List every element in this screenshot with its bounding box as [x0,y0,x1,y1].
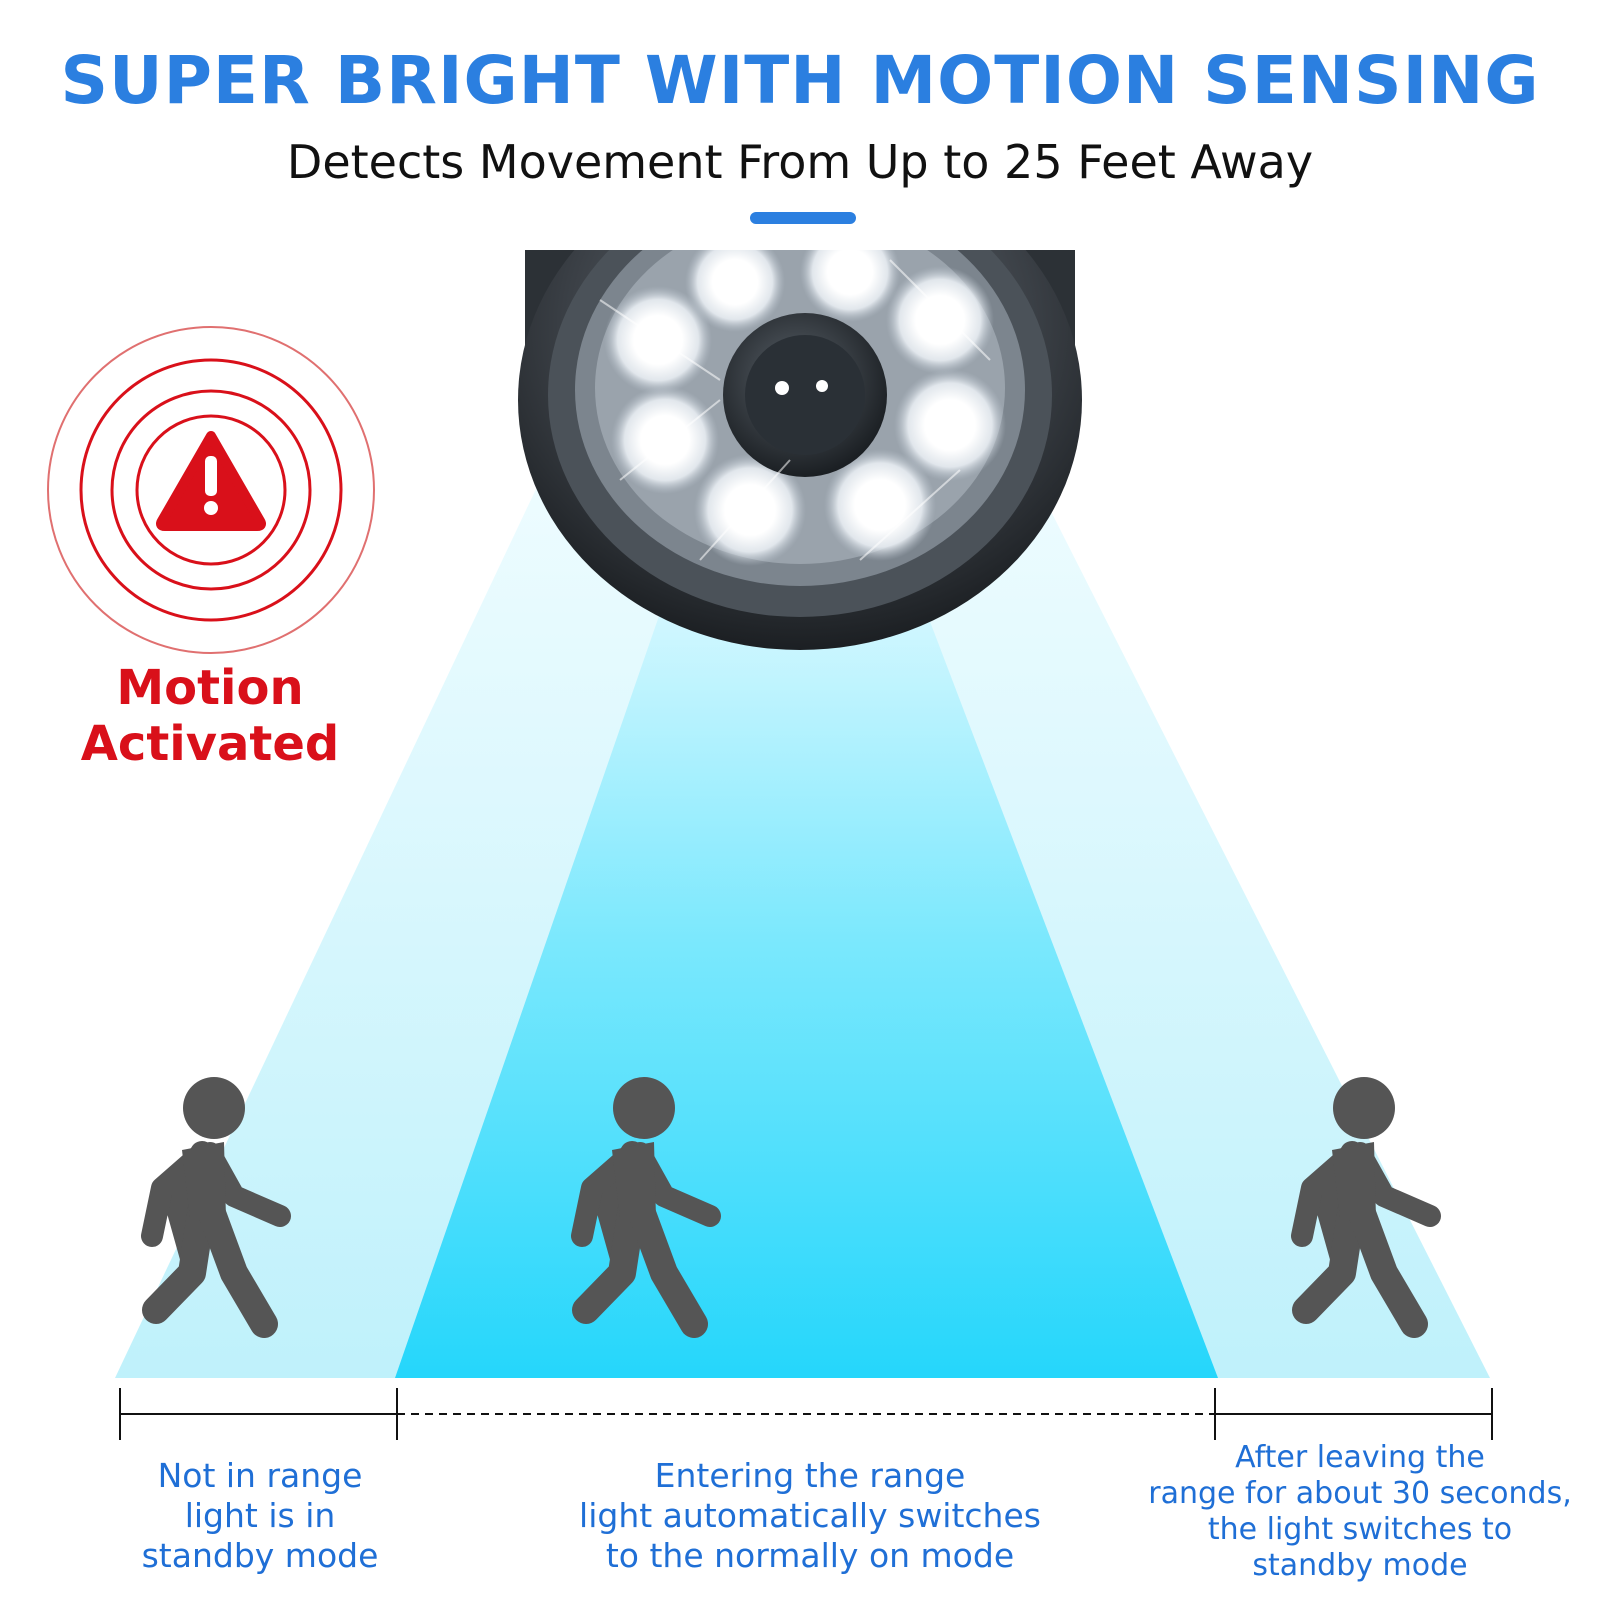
warning-icon [156,431,266,531]
page-subtitle: Detects Movement From Up to 25 Feet Away [286,135,1314,189]
caption-entering-range: Entering the range light automatically s… [579,1456,1041,1575]
motion-activated-label: Motion Activated [80,660,340,772]
led-bulb [685,250,785,332]
led-bulb [611,386,719,494]
caption-leaving-range: After leaving the range for about 30 sec… [1148,1440,1572,1583]
led-bulb [800,250,900,322]
led-bulb [694,454,806,566]
solar-lamp-head [518,250,1082,650]
range-indicator [119,1388,1493,1440]
led-bulb [824,449,936,561]
led-bulb [894,369,1006,481]
led-bulb [604,286,712,394]
led-bulb [886,266,994,374]
page-title: SUPER BRIGHT WITH MOTION SENSING [60,42,1540,119]
motion-alert-badge [47,326,375,654]
title-divider [750,212,856,224]
caption-not-in-range: Not in range light is in standby mode [141,1456,379,1575]
